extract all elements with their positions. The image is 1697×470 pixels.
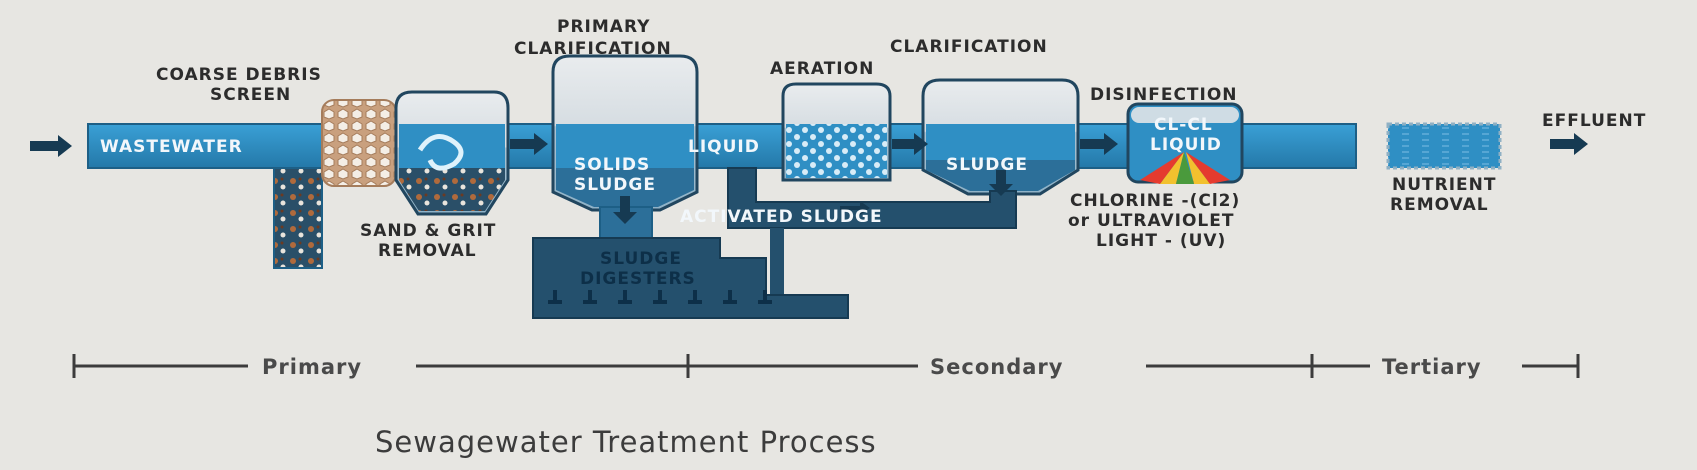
diagram-title: Sewagewater Treatment Process [375, 425, 877, 459]
aeration-label: AERATION [770, 59, 874, 79]
coarse-screen-label: SCREEN [210, 85, 291, 105]
chlorine-label: or ULTRAVIOLET [1068, 211, 1234, 231]
wastewater-label: WASTEWATER [100, 137, 243, 157]
activated-sludge-pipe [727, 167, 1017, 229]
flow-arrow-icon [892, 133, 928, 155]
grit-sediment [399, 168, 505, 211]
disinfection-top [1131, 107, 1239, 123]
stage-primary-label: Primary [262, 355, 362, 379]
disinfection-liquid-label: LIQUID [1150, 135, 1222, 155]
grit-swirl [417, 134, 464, 171]
chlorine-label: CHLORINE -(Cl2) [1070, 191, 1240, 211]
down-arrow-icon [613, 196, 637, 224]
inflow-arrow-icon [30, 135, 72, 157]
digester-feed-pipe [770, 228, 784, 300]
aeration-bubbles [786, 124, 887, 178]
flow-arrow-icon [1080, 133, 1118, 155]
effluent-arrow-icon [1550, 133, 1588, 155]
digester-mixers [548, 290, 772, 304]
sand-grit-label: REMOVAL [378, 241, 477, 261]
sludge-label: SLUDGE [574, 175, 656, 195]
return-arrow-icon [840, 201, 870, 215]
secondary-sludge-label: SLUDGE [946, 155, 1028, 175]
primary-sludge-zone [556, 168, 694, 207]
stage-secondary-label: Secondary [930, 355, 1063, 379]
stage-tertiary-label: Tertiary [1382, 355, 1482, 379]
sludge-digesters-label: DIGESTERS [580, 269, 696, 289]
effluent-label: EFFLUENT [1542, 111, 1646, 131]
coarse-screen [321, 99, 397, 187]
stage-timeline [72, 354, 1580, 378]
solids-label: SOLIDS [574, 155, 650, 175]
down-arrow-icon [989, 170, 1013, 196]
sludge-digesters-label: SLUDGE [600, 249, 682, 269]
grit-water [399, 124, 505, 168]
primary-water [556, 124, 694, 168]
disinfection-label: DISINFECTION [1090, 85, 1238, 105]
nutrient-removal-label: NUTRIENT [1392, 175, 1496, 195]
activated-sludge-label: ACTIVATED SLUDGE [680, 207, 883, 227]
nutrient-removal-tank [1386, 122, 1502, 170]
sand-grit-label: SAND & GRIT [360, 221, 496, 241]
primary-clarification-label: PRIMARY [557, 17, 650, 37]
flow-arrow-icon [510, 133, 548, 155]
coarse-screen-label: COARSE DEBRIS [156, 65, 322, 85]
primary-clarification-label: CLARIFICATION [514, 39, 672, 59]
uv-lamp-icon [1140, 152, 1230, 184]
grit-drop-pipe [273, 167, 323, 269]
flow-arrows [30, 133, 1588, 224]
cl-cl-label: CL-CL [1154, 115, 1213, 135]
nutrient-removal-label: REMOVAL [1390, 195, 1489, 215]
clarification-label: CLARIFICATION [890, 37, 1048, 57]
chlorine-label: LIGHT - (UV) [1096, 231, 1226, 251]
liquid-label: LIQUID [688, 137, 760, 157]
